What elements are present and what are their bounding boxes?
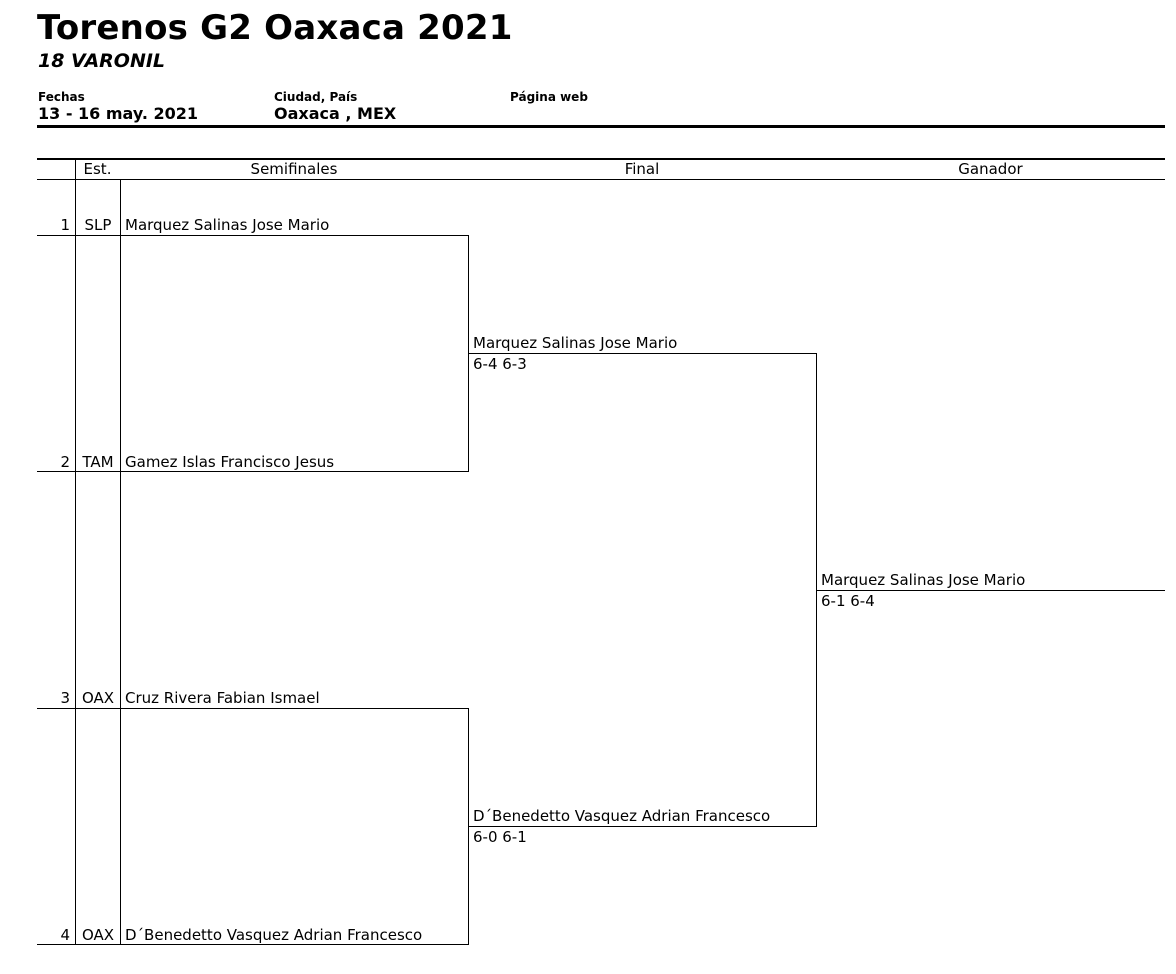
category-subtitle: 18 VARONIL (38, 50, 166, 72)
final-entry-1-name: Marquez Salinas Jose Mario (473, 334, 678, 352)
entry-4-name: D´Benedetto Vasquez Adrian Francesco (125, 926, 423, 944)
entry-3-name: Cruz Rivera Fabian Ismael (125, 689, 320, 707)
entry-1-state: SLP (84, 216, 112, 234)
final-entry-2-score: 6-0 6-1 (473, 828, 527, 846)
city-label: Ciudad, País (274, 90, 358, 104)
entry-1-name: Marquez Salinas Jose Mario (125, 216, 330, 234)
final-entry-1-score: 6-4 6-3 (473, 355, 527, 373)
column-header-top-rule (37, 158, 1165, 160)
entry-2-seed: 2 (60, 453, 70, 471)
state-column-divider (120, 179, 121, 945)
web-label: Página web (510, 90, 588, 104)
final-entry-2-name: D´Benedetto Vasquez Adrian Francesco (473, 807, 771, 825)
column-semifinals-header: Semifinales (250, 160, 338, 178)
entry-3-state: OAX (81, 689, 115, 707)
seed-column-divider (75, 160, 76, 945)
column-state-header: Est. (83, 160, 112, 178)
tournament-title: Torenos G2 Oaxaca 2021 (37, 8, 513, 48)
entry-1-seed: 1 (60, 216, 70, 234)
column-final-header: Final (624, 160, 660, 178)
champion-score: 6-1 6-4 (821, 592, 875, 610)
final-entry-2-line (468, 826, 817, 827)
header-divider (37, 125, 1165, 128)
champion-line (816, 590, 1165, 591)
final-entry-1-line (468, 353, 817, 354)
entry-4-line (37, 944, 469, 945)
entry-4-seed: 4 (60, 926, 70, 944)
column-winner-header: Ganador (958, 160, 1023, 178)
column-header-bottom-rule (37, 179, 1165, 180)
city-value: Oaxaca , MEX (274, 104, 397, 123)
entry-4-state: OAX (81, 926, 115, 944)
entry-2-state: TAM (82, 453, 114, 471)
dates-label: Fechas (38, 90, 85, 104)
entry-3-seed: 3 (60, 689, 70, 707)
entry-1-line (37, 235, 469, 236)
entry-2-name: Gamez Islas Francisco Jesus (125, 453, 335, 471)
dates-value: 13 - 16 may. 2021 (38, 104, 198, 123)
entry-2-line (37, 471, 469, 472)
champion-name: Marquez Salinas Jose Mario (821, 571, 1026, 589)
entry-3-line (37, 708, 469, 709)
